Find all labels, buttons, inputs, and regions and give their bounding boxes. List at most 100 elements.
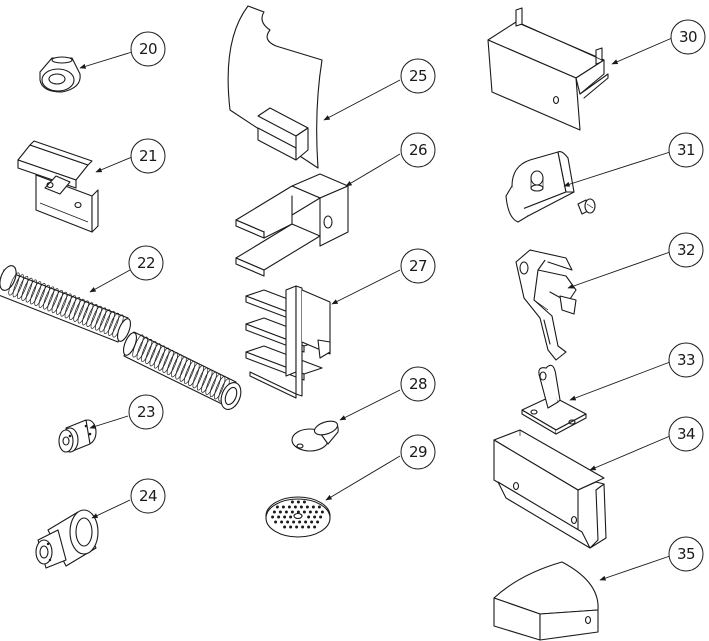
perforation [286, 521, 289, 524]
callout-32: 32 [669, 233, 703, 267]
callout-label: 26 [409, 141, 427, 159]
leader-32 [568, 252, 670, 288]
perforation [307, 516, 310, 519]
leader-20 [80, 52, 132, 68]
part-30-rail [488, 8, 608, 130]
callout-31: 31 [669, 133, 703, 167]
perforation [307, 526, 310, 529]
leader-21 [96, 157, 132, 172]
callout-20: 20 [131, 32, 165, 66]
callout-30: 30 [671, 20, 705, 54]
perforation [300, 506, 303, 509]
part-28-disc [292, 419, 339, 451]
callout-label: 20 [139, 40, 157, 58]
callout-27: 27 [401, 249, 435, 283]
perforation [291, 501, 294, 504]
part-34-rail [494, 430, 606, 548]
callout-label: 22 [137, 254, 155, 272]
callout-21: 21 [131, 139, 165, 173]
part-29-perforated-disc [266, 497, 330, 537]
callout-28: 28 [401, 367, 435, 401]
callout-label: 25 [409, 67, 427, 85]
callout-26: 26 [401, 133, 435, 167]
part-26-block [236, 174, 348, 276]
callout-34: 34 [669, 417, 703, 451]
perforation [297, 501, 300, 504]
callout-label: 23 [137, 403, 155, 421]
perforation [321, 511, 324, 514]
callout-label: 35 [677, 545, 695, 563]
perforation [274, 521, 277, 524]
callout-bubbles: 20 21 22 23 24 25 26 27 28 29 30 [129, 20, 705, 571]
leader-35 [600, 556, 670, 580]
perforation [298, 521, 301, 524]
perforation [309, 511, 312, 514]
leader-23 [90, 416, 128, 428]
perforation [306, 506, 309, 509]
callout-label: 32 [677, 241, 695, 259]
callout-25: 25 [401, 59, 435, 93]
leader-30 [612, 38, 672, 64]
callout-label: 27 [409, 257, 427, 275]
leader-31 [564, 152, 670, 186]
leader-27 [332, 270, 400, 304]
perforation [283, 526, 286, 529]
perforation [319, 516, 322, 519]
callout-22: 22 [129, 246, 163, 280]
perforation [316, 521, 319, 524]
perforation [280, 521, 283, 524]
perforation [312, 506, 315, 509]
part-27-extrusion [246, 286, 330, 398]
perforation [277, 516, 280, 519]
perforation [295, 526, 298, 529]
callout-label: 24 [139, 487, 157, 505]
perforation [291, 511, 294, 514]
perforation [303, 501, 306, 504]
leader-22 [90, 270, 130, 292]
perforation [315, 511, 318, 514]
callout-23: 23 [129, 395, 163, 429]
part-24-bushing [36, 510, 98, 568]
perforation [283, 516, 286, 519]
perforation [289, 516, 292, 519]
callout-label: 30 [679, 28, 697, 46]
perforation [318, 506, 321, 509]
perforation [304, 521, 307, 524]
perforation [313, 516, 316, 519]
perforation [279, 511, 282, 514]
part-23-spool [59, 420, 96, 452]
perforation [288, 506, 291, 509]
part-33-standoff [522, 365, 586, 434]
leader-lines [80, 38, 672, 580]
part-31-corner-mount [506, 152, 595, 222]
perforation [292, 521, 295, 524]
perforation [271, 516, 274, 519]
callout-label: 31 [677, 141, 695, 159]
callout-label: 34 [677, 425, 695, 443]
callout-24: 24 [131, 479, 165, 513]
callout-35: 35 [669, 537, 703, 571]
callout-label: 28 [409, 375, 427, 393]
leader-34 [590, 436, 670, 470]
leader-26 [346, 154, 400, 186]
callout-label: 29 [409, 443, 427, 461]
callout-label: 33 [677, 351, 695, 369]
perforation [285, 511, 288, 514]
part-25-strip [228, 6, 322, 168]
leader-24 [92, 500, 130, 518]
callout-label: 21 [139, 147, 157, 165]
perforation [294, 506, 297, 509]
leader-25 [324, 80, 400, 120]
leader-33 [570, 362, 670, 400]
perforation [301, 526, 304, 529]
perforation [276, 506, 279, 509]
part-20-cap [40, 57, 80, 92]
part-21-clip [18, 141, 98, 232]
perforation [273, 511, 276, 514]
part-32-hook [516, 250, 576, 360]
perforation [303, 511, 306, 514]
callout-29: 29 [401, 435, 435, 469]
part-22-hose [0, 263, 245, 412]
